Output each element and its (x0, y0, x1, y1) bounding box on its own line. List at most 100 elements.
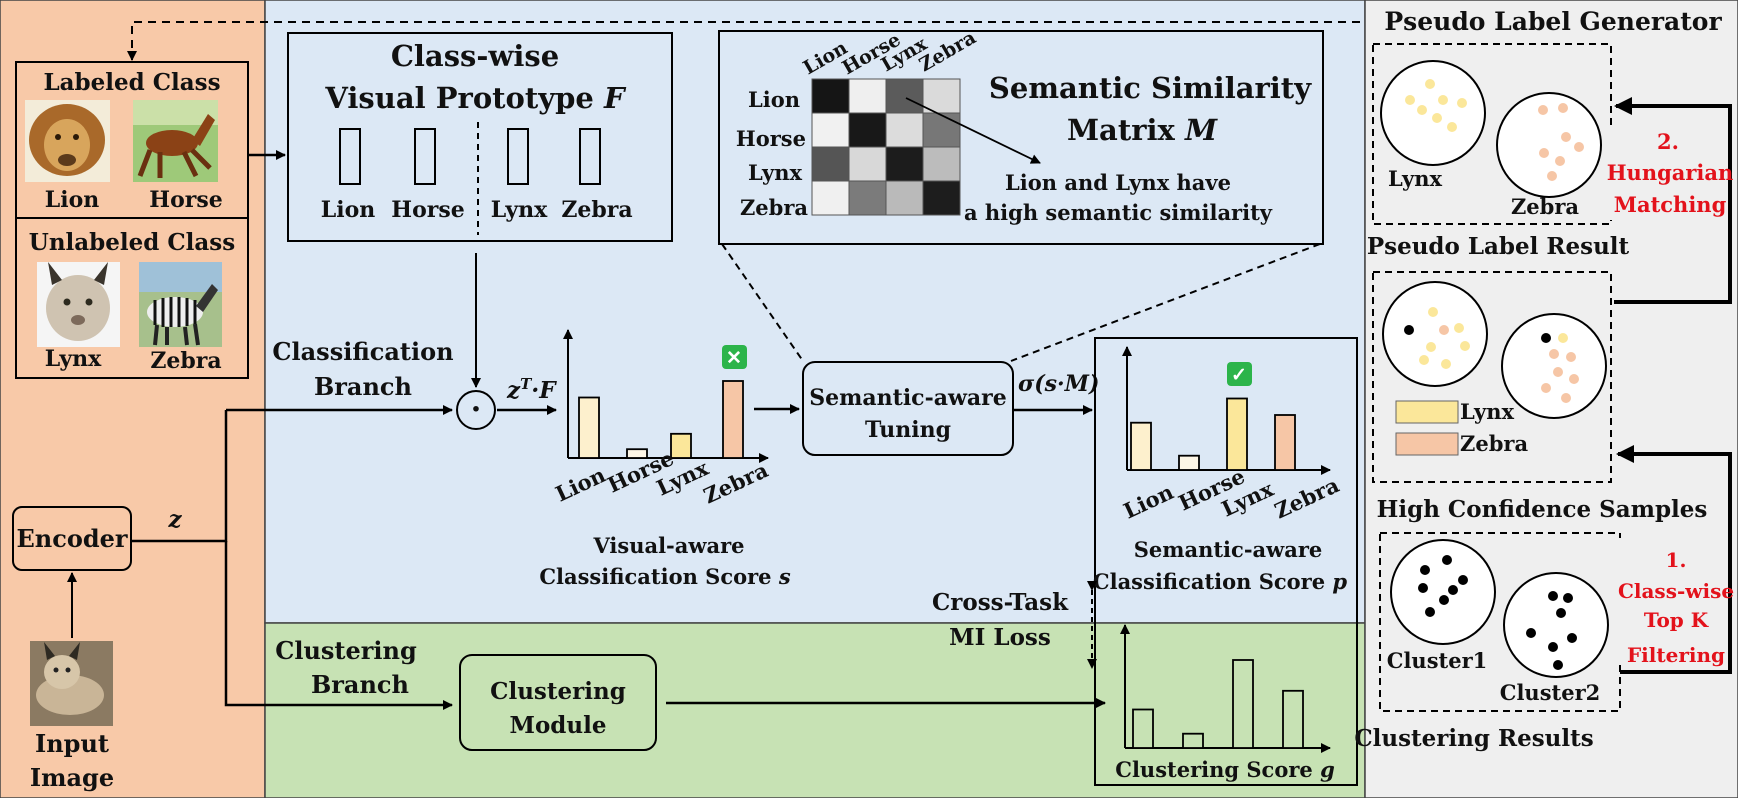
visual-bar-zebra (722, 380, 744, 459)
encoder-label: Encoder (16, 524, 127, 553)
visual-bar-lion (578, 396, 600, 459)
sim-cell (848, 112, 887, 148)
prototype-vector-lynx (507, 128, 529, 185)
step2-loop (1614, 97, 1732, 304)
step1-label-bg (1612, 538, 1728, 662)
step1-line3: Top K (1644, 608, 1709, 632)
input-image (30, 641, 113, 726)
clustering-score-caption: Clustering Score g (1115, 757, 1335, 782)
similarity-matrix (811, 78, 961, 216)
cluster2-label: Cluster2 (1500, 680, 1601, 705)
labeled-class-title: Labeled Class (43, 69, 220, 96)
prototype-label-lion: Lion (321, 197, 376, 223)
prototype-label-zebra: Zebra (561, 197, 632, 223)
lynx-label: Lynx (45, 346, 102, 372)
clustering-bar-3 (1232, 659, 1254, 749)
classification-branch-line2: Branch (314, 372, 412, 401)
clustering-module-line2: Module (510, 712, 607, 739)
lion-label: Lion (45, 187, 100, 213)
prototype-title-line1: Class-wise (391, 39, 559, 73)
semantic-tuning-box (802, 361, 1014, 456)
clustering-branch-arrow (224, 541, 453, 710)
result-lynx-points (1404, 307, 1470, 369)
zebra-matched-points (1538, 103, 1584, 181)
sim-cell (885, 78, 924, 114)
sim-cell (848, 78, 887, 114)
sim-cell (922, 112, 961, 148)
prototype-vector-horse (414, 128, 436, 185)
step2-line1: 2. (1657, 129, 1679, 154)
legend-lynx-label: Lynx (1460, 399, 1514, 424)
sim-cell (848, 146, 887, 182)
sim-cell (885, 112, 924, 148)
result-cluster-lynx (1382, 281, 1488, 387)
matched-zebra-label: Zebra (1511, 194, 1579, 219)
cluster2-points (1526, 591, 1577, 670)
class-images-box (15, 61, 249, 379)
step2-label-bg (1608, 128, 1728, 220)
z-label: z (167, 506, 182, 533)
sim-cell (811, 146, 850, 182)
cluster1-points (1418, 555, 1468, 617)
legend-swatch-zebra (1395, 432, 1459, 456)
visual-caption-line2: Classification Score s (539, 564, 791, 589)
lynx-matched-points (1405, 79, 1467, 132)
zt-f-label: zT·F (506, 375, 557, 404)
sim-row-label-zebra: Zebra (740, 195, 808, 220)
input-label-line2: Image (30, 763, 114, 792)
similarity-box (718, 30, 1324, 245)
similarity-note-line1: Lion and Lynx have (1005, 170, 1231, 195)
semantic-bar-zebra (1274, 414, 1296, 471)
clustering-region (264, 622, 1366, 798)
sim-cell (885, 146, 924, 182)
sigma-label: σ(s·M) (1018, 371, 1099, 397)
generator-feedback-dashed (127, 21, 1360, 61)
sim-cell (885, 180, 924, 216)
high-confidence-title: High Confidence Samples (1377, 496, 1708, 523)
sim-cell (922, 180, 961, 216)
result-box (1372, 271, 1612, 483)
sim-row-label-horse: Horse (736, 126, 806, 151)
sim-cell (811, 78, 850, 114)
semantic-bar-horse (1178, 454, 1200, 471)
tuning-label-line2: Tuning (865, 417, 951, 443)
step1-line4: Filtering (1627, 643, 1725, 667)
prototype-vector-zebra (579, 128, 601, 185)
cluster2-circle (1503, 572, 1609, 678)
clustering-bar-4 (1282, 689, 1304, 749)
semantic-score-chart (1122, 346, 1331, 475)
clustering-bar-2 (1182, 732, 1204, 749)
similarity-pointer (905, 97, 1041, 164)
pseudo-generator-title: Pseudo Label Generator (1384, 7, 1722, 36)
clustering-score-chart (1120, 624, 1331, 753)
clustering-module-line1: Clustering (490, 678, 626, 705)
similarity-note-line2: a high semantic similarity (964, 200, 1273, 225)
wrong-mark: ✕ (726, 347, 742, 369)
sim-row-label-lynx: Lynx (748, 160, 802, 185)
visual-caption-line1: Visual-aware (592, 533, 744, 558)
step1-loop (1616, 445, 1732, 674)
prototype-box (287, 32, 673, 242)
input-label-line1: Input (35, 729, 109, 758)
classification-branch-line1: Classification (272, 337, 453, 366)
legend-zebra-label: Zebra (1460, 431, 1528, 456)
matched-lynx-label: Lynx (1388, 166, 1442, 191)
result-cluster-zebra (1501, 313, 1607, 419)
right-mark-badge (1227, 362, 1252, 386)
similarity-title-line2: Matrix M (1067, 113, 1218, 147)
lynx-matched-cluster (1380, 60, 1486, 166)
legend-swatch-lynx (1395, 400, 1459, 424)
prototype-label-horse: Horse (391, 197, 464, 223)
tuning-label-line1: Semantic-aware (809, 385, 1007, 411)
pseudo-result-title: Pseudo Label Result (1367, 233, 1630, 260)
sim-cell (922, 146, 961, 182)
result-zebra-points (1541, 333, 1579, 403)
clustering-results-title: Clustering Results (1354, 725, 1593, 752)
clustering-bar-1 (1132, 708, 1154, 749)
cross-task-line1: Cross-Task (932, 589, 1069, 616)
zebra-image (139, 262, 222, 347)
prototype-title-line2: Visual Prototype F (324, 81, 627, 115)
sim-cell (922, 78, 961, 114)
unlabeled-class-title: Unlabeled Class (29, 229, 235, 256)
semantic-caption-line1: Semantic-aware (1134, 537, 1323, 562)
